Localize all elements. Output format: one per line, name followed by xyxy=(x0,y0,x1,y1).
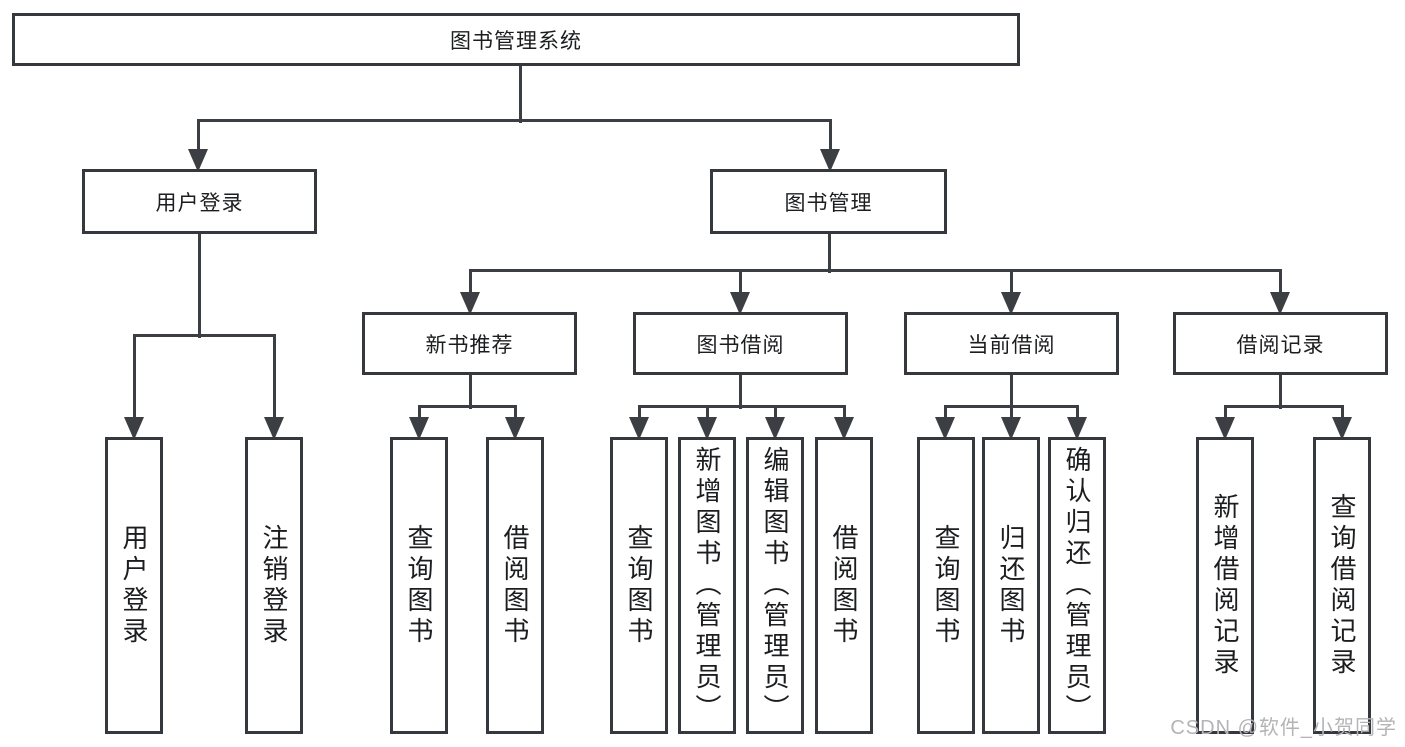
node-label: 图书管理 xyxy=(784,191,873,215)
node-label: 用户登录 xyxy=(155,191,244,215)
connector-line xyxy=(272,335,276,419)
node-new-book-recommendation: 新书推荐 xyxy=(362,312,577,375)
leaf-query-books-recommend: 查询图书 xyxy=(390,437,448,734)
connector-line xyxy=(1075,406,1079,419)
node-label: 新书推荐 xyxy=(425,333,514,357)
connector-line xyxy=(828,120,832,151)
leaf-label: 查询图书 xyxy=(624,523,654,648)
leaf-label: 确认归还（管理员） xyxy=(1062,446,1092,725)
arrow-head xyxy=(188,149,208,172)
leaf-label: 用户登录 xyxy=(119,523,149,648)
connector-line xyxy=(468,268,1282,272)
connector-line xyxy=(132,335,136,419)
connector-line xyxy=(513,406,517,419)
arrow-head xyxy=(1215,417,1235,440)
node-borrowing-records: 借阅记录 xyxy=(1173,312,1388,375)
connector-line xyxy=(518,66,522,123)
node-book-borrowing: 图书借阅 xyxy=(633,312,848,375)
arrow-head xyxy=(1001,292,1021,315)
node-label: 借阅记录 xyxy=(1236,333,1325,357)
leaf-user-login: 用户登录 xyxy=(105,437,163,734)
leaf-label: 注销登录 xyxy=(259,523,289,648)
node-user-login: 用户登录 xyxy=(82,169,317,234)
leaf-label: 新增借阅记录 xyxy=(1210,492,1240,679)
leaf-label: 归还图书 xyxy=(996,523,1026,648)
connector-line xyxy=(196,120,200,151)
leaf-label: 查询图书 xyxy=(931,523,961,648)
leaf-borrow-books-recommend: 借阅图书 xyxy=(486,437,544,734)
arrow-head xyxy=(935,417,955,440)
csdn-watermark: CSDN @软件_小贺同学 xyxy=(1170,717,1397,739)
connector-line xyxy=(1278,270,1282,294)
connector-line xyxy=(197,234,201,338)
arrow-head xyxy=(629,417,649,440)
arrow-head xyxy=(409,417,429,440)
leaf-borrow-books: 借阅图书 xyxy=(815,437,873,734)
connector-line xyxy=(1009,270,1013,294)
leaf-logout: 注销登录 xyxy=(245,437,303,734)
leaf-add-borrow-record: 新增借阅记录 xyxy=(1196,437,1254,734)
node-label: 当前借阅 xyxy=(967,333,1056,357)
leaf-label: 编辑图书（管理员） xyxy=(760,446,790,725)
leaf-edit-book-admin: 编辑图书（管理员） xyxy=(746,437,804,734)
connector-line xyxy=(773,406,777,419)
connector-line xyxy=(417,406,421,419)
leaf-label: 借阅图书 xyxy=(500,523,530,648)
node-current-borrowing: 当前借阅 xyxy=(904,312,1119,375)
node-book-management: 图书管理 xyxy=(710,169,947,234)
arrow-head xyxy=(697,417,717,440)
connector-line xyxy=(827,234,831,273)
connector-line xyxy=(842,406,846,419)
leaf-label: 借阅图书 xyxy=(829,523,859,648)
arrow-head xyxy=(1067,417,1087,440)
connector-line xyxy=(738,270,742,294)
connector-line xyxy=(132,333,276,337)
leaf-return-book: 归还图书 xyxy=(982,437,1040,734)
arrow-head xyxy=(1270,292,1290,315)
leaf-add-book-admin: 新增图书（管理员） xyxy=(678,437,736,734)
connector-line xyxy=(196,118,832,122)
arrow-head xyxy=(820,149,840,172)
leaf-label: 查询借阅记录 xyxy=(1327,492,1357,679)
connector-line xyxy=(637,406,641,419)
leaf-label: 新增图书（管理员） xyxy=(692,446,722,725)
leaf-query-borrow-record: 查询借阅记录 xyxy=(1313,437,1371,734)
connector-line xyxy=(1278,375,1282,409)
connector-line xyxy=(1223,406,1227,419)
connector-line xyxy=(417,404,517,408)
arrow-head xyxy=(124,417,144,440)
connector-line xyxy=(637,404,846,408)
arrow-head xyxy=(264,417,284,440)
connector-line xyxy=(705,406,709,419)
leaf-label: 查询图书 xyxy=(404,523,434,648)
leaf-query-books-borrow: 查询图书 xyxy=(610,437,668,734)
connector-line xyxy=(1340,406,1344,419)
connector-line xyxy=(738,375,742,409)
connector-line xyxy=(468,375,472,409)
arrow-head xyxy=(505,417,525,440)
leaf-query-books-current: 查询图书 xyxy=(917,437,975,734)
arrow-head xyxy=(1332,417,1352,440)
connector-line xyxy=(1009,375,1013,409)
arrow-head xyxy=(1001,417,1021,440)
connector-line xyxy=(468,270,472,294)
leaf-confirm-return-admin: 确认归还（管理员） xyxy=(1048,437,1106,734)
node-library-management-system: 图书管理系统 xyxy=(12,13,1020,66)
arrow-head xyxy=(460,292,480,315)
connector-line xyxy=(1009,406,1013,419)
connector-line xyxy=(943,406,947,419)
arrow-head xyxy=(834,417,854,440)
node-label: 图书借阅 xyxy=(696,333,785,357)
connector-line xyxy=(1223,404,1344,408)
arrow-head xyxy=(765,417,785,440)
node-label: 图书管理系统 xyxy=(450,29,582,53)
arrow-head xyxy=(730,292,750,315)
